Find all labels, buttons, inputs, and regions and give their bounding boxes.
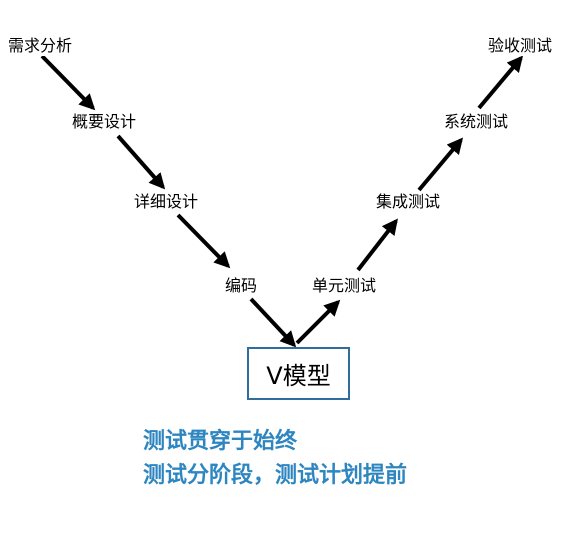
arrow-req-to-overview [40, 54, 96, 111]
stage-unit-testing: 单元测试 [310, 276, 379, 296]
arrow-integration-to-system [417, 137, 464, 192]
v-model-title: V模型 [266, 362, 331, 390]
stage-system-testing: 系统测试 [442, 112, 511, 132]
arrow-overview-to-detail [116, 134, 166, 190]
stage-overview-design: 概要设计 [70, 112, 139, 132]
note-testing-phased: 测试分阶段，测试计划提前 [143, 463, 408, 488]
arrow-bottom-to-unit [295, 299, 341, 345]
arrow-coding-to-bottom [249, 297, 297, 348]
stage-coding: 编码 [223, 276, 260, 296]
stage-integration-testing: 集成测试 [374, 192, 443, 212]
arrow-system-to-acceptance [477, 55, 524, 110]
stage-detailed-design: 详细设计 [132, 192, 201, 212]
arrow-unit-to-integration [356, 218, 398, 272]
stage-requirements-analysis: 需求分析 [6, 36, 75, 56]
note-testing-throughout: 测试贯穿于始终 [143, 429, 298, 454]
stage-acceptance-testing: 验收测试 [486, 36, 555, 56]
v-model-title-box: V模型 [247, 347, 350, 400]
arrow-detail-to-coding [176, 213, 231, 269]
